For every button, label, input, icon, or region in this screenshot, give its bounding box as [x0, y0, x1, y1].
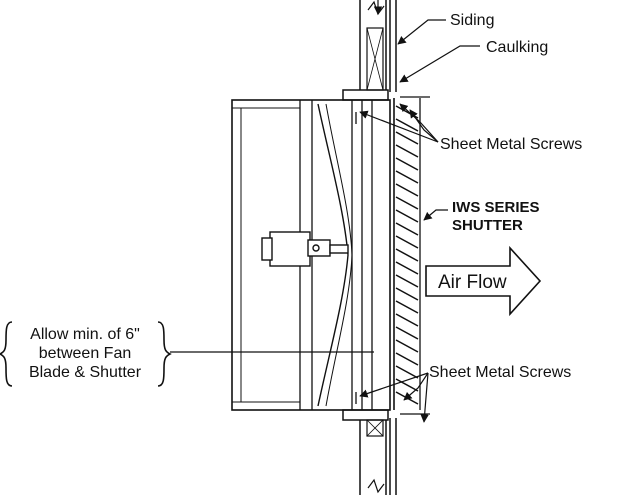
- label-siding: Siding: [450, 12, 494, 29]
- fan-blade-edge: [325, 103, 353, 407]
- label-sheet-metal-screws-bottom: Sheet Metal Screws: [429, 364, 571, 381]
- label-caulking: Caulking: [486, 39, 548, 56]
- louver-slat: [395, 274, 419, 288]
- leader-lines: [170, 0, 480, 423]
- louver-slat: [395, 118, 419, 132]
- louver-slat: [395, 157, 419, 171]
- label-shutter: SHUTTER: [452, 217, 523, 234]
- louver-slat: [395, 222, 419, 236]
- note-line-2: between Fan: [39, 345, 132, 362]
- louver-slat: [395, 248, 419, 262]
- louver-slat: [395, 339, 419, 353]
- louver-slat: [395, 183, 419, 197]
- louver-slat: [395, 352, 419, 366]
- label-shutter-series: IWS SERIES: [452, 199, 540, 216]
- louver-slat: [395, 300, 419, 314]
- louver-slat: [395, 326, 419, 340]
- louver-slat: [395, 365, 419, 379]
- louver-slat: [395, 287, 419, 301]
- shutter-louvers: [395, 105, 419, 405]
- fan-blade: [317, 103, 349, 407]
- louver-slat: [395, 196, 419, 210]
- siding-layers: [389, 0, 397, 495]
- note-line-1: Allow min. of 6": [30, 326, 140, 343]
- louver-slat: [395, 131, 419, 145]
- motor: [261, 231, 349, 267]
- air-flow-arrow: [425, 245, 542, 317]
- louver-slat: [395, 235, 419, 249]
- louver-slat: [395, 209, 419, 223]
- louver-slat: [395, 378, 419, 392]
- screws: [355, 96, 430, 415]
- note-line-3: Blade & Shutter: [29, 364, 142, 381]
- opening-blocks: [342, 89, 389, 421]
- louver-slat: [395, 313, 419, 327]
- label-air-flow: Air Flow: [438, 272, 507, 293]
- note-braces: [0, 321, 172, 387]
- louver-slat: [395, 170, 419, 184]
- louver-slat: [395, 144, 419, 158]
- label-sheet-metal-screws-top: Sheet Metal Screws: [440, 136, 582, 153]
- louver-slat: [395, 261, 419, 275]
